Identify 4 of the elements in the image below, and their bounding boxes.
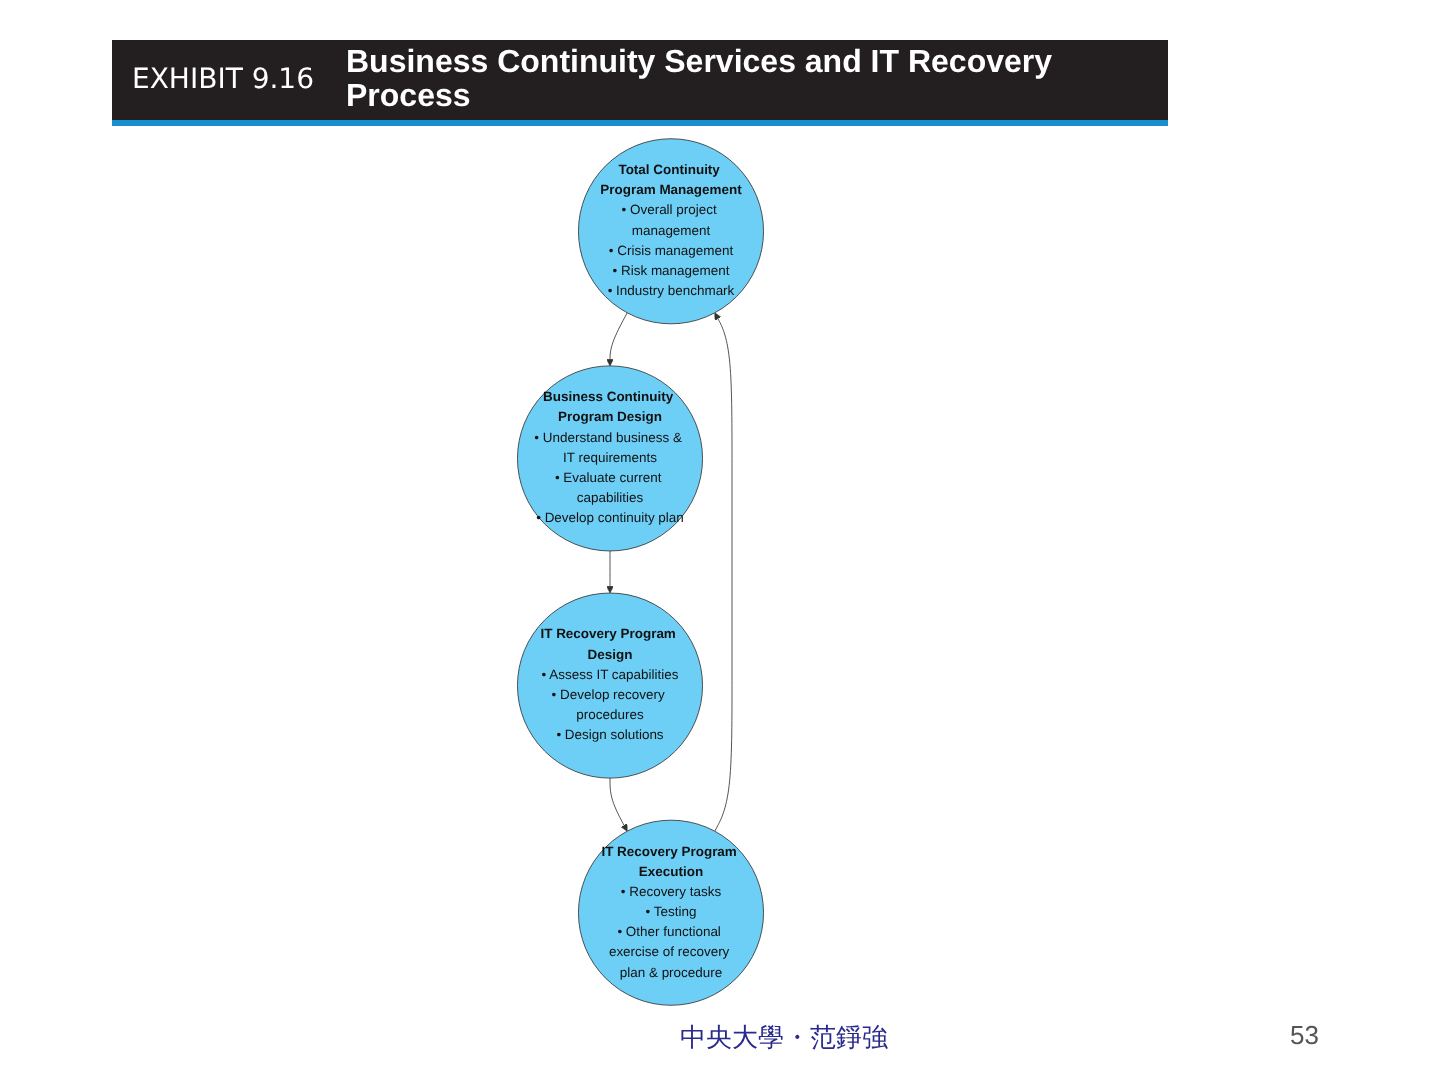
exhibit-number: EXHIBIT 9.16: [132, 64, 314, 96]
page-number: 53: [1290, 1020, 1319, 1050]
title: Business Continuity Services and IT Recovery Process: [346, 46, 1055, 114]
footer-text: 中央大學・范錚強: [680, 1020, 888, 1056]
